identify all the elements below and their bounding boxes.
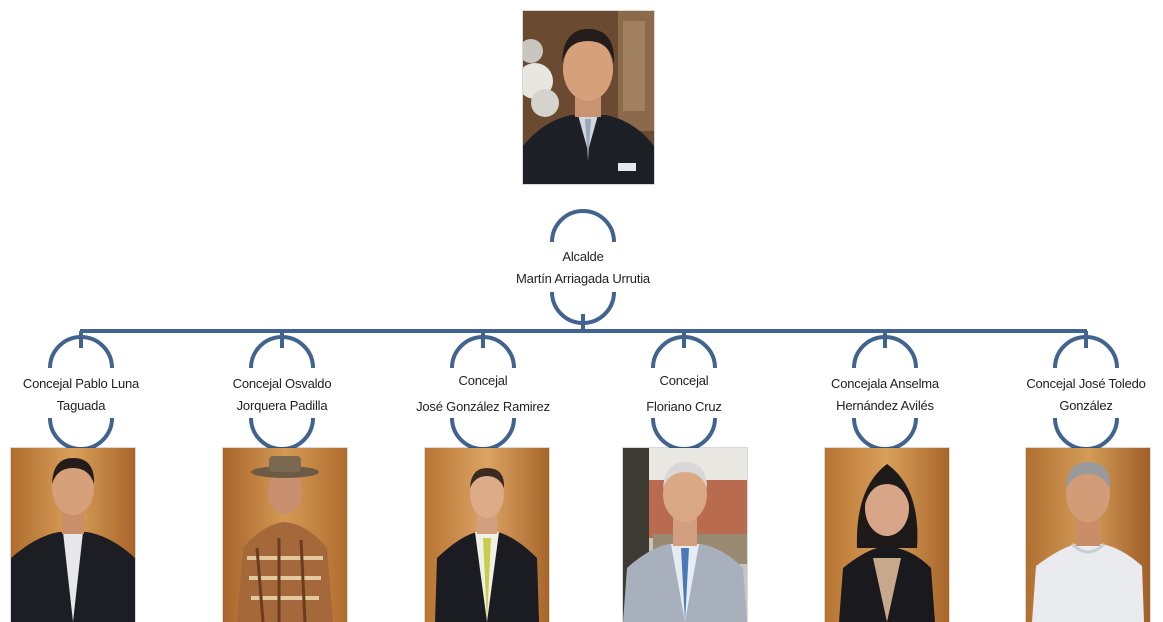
mayor-title: Alcalde: [562, 249, 604, 264]
council-photo-5: [1026, 448, 1150, 622]
council-photo-4: [825, 448, 949, 622]
council-label-line1: Concejal Osvaldo: [232, 376, 332, 391]
council-label-line2: Jorquera Padilla: [236, 398, 328, 413]
council-label-line1: Concejal: [659, 373, 709, 388]
council-top-arc: [249, 335, 315, 369]
council-photo-1: [223, 448, 347, 622]
council-photo-2: [425, 448, 549, 622]
council-label-line2: Taguada: [56, 398, 106, 413]
council-top-arc: [852, 335, 918, 369]
council-label-line2: González: [1059, 398, 1113, 413]
council-label-1: Concejal Osvaldo Jorquera Padilla: [192, 373, 372, 417]
council-photo-0: [11, 448, 135, 622]
council-label-line1: Concejala Anselma: [831, 376, 939, 391]
council-top-arc: [651, 335, 717, 369]
council-label-line1: Concejal: [458, 373, 508, 388]
council-top-arc: [48, 335, 114, 369]
council-bottom-arc: [249, 417, 315, 451]
council-label-4: Concejala Anselma Hernández Avilés: [795, 373, 975, 417]
council-bottom-arc: [450, 417, 516, 451]
council-bottom-arc: [1053, 417, 1119, 451]
council-label-line2: Floriano Cruz: [646, 399, 722, 414]
council-label-0: Concejal Pablo Luna Taguada: [0, 373, 171, 417]
council-label-3: Concejal Floriano Cruz: [594, 370, 774, 418]
council-top-arc: [450, 335, 516, 369]
council-label-line1: Concejal José Toledo: [1026, 376, 1146, 391]
council-bottom-arc: [651, 417, 717, 451]
council-label-line2: Hernández Avilés: [836, 398, 934, 413]
council-label-5: Concejal José Toledo González: [996, 373, 1163, 417]
mayor-label: Alcalde Martín Arriagada Urrutia: [483, 246, 683, 290]
council-top-arc: [1053, 335, 1119, 369]
council-photo-3: [623, 448, 747, 622]
mayor-top-arc: [550, 209, 616, 243]
council-label-line1: Concejal Pablo Luna: [22, 376, 140, 391]
council-bottom-arc: [852, 417, 918, 451]
mayor-name: Martín Arriagada Urrutia: [516, 271, 650, 286]
council-bottom-arc: [48, 417, 114, 451]
council-label-line2: José González Ramirez: [416, 399, 550, 414]
council-label-2: Concejal José González Ramirez: [393, 370, 573, 418]
mayor-photo: [523, 11, 654, 184]
